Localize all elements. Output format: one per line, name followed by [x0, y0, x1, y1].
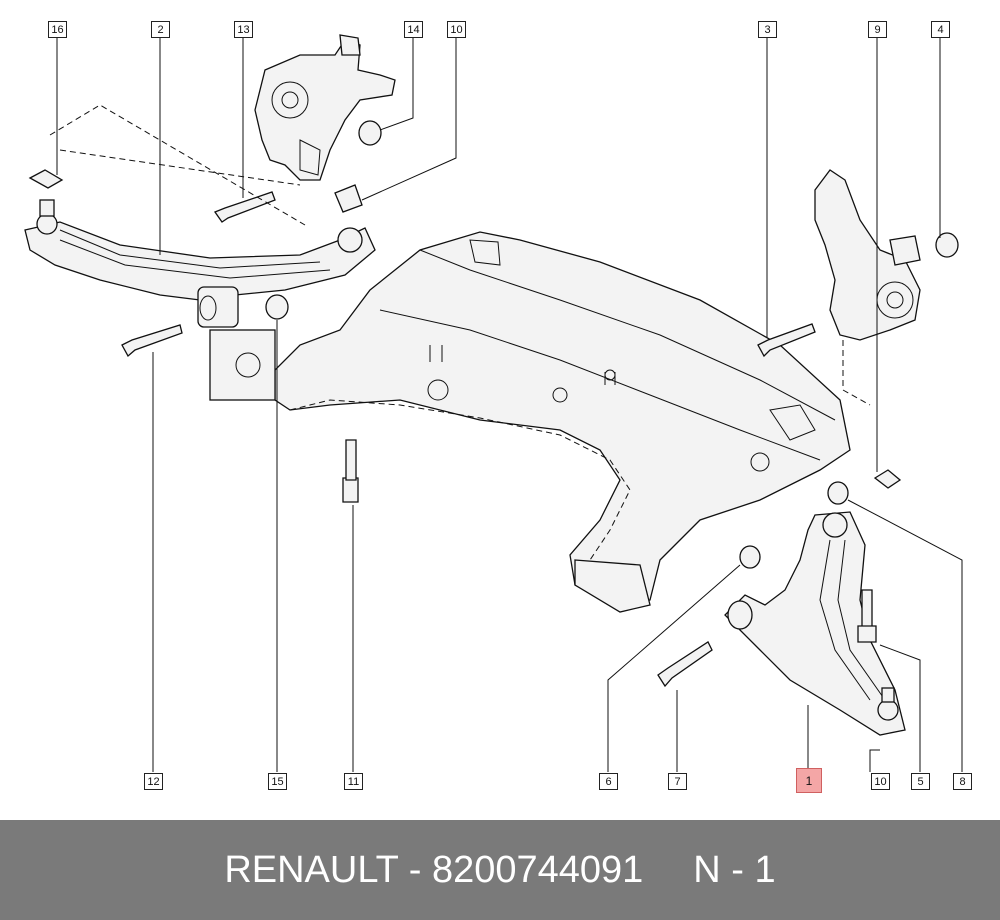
callout-5: 5	[911, 773, 930, 790]
callout-4: 4	[931, 21, 950, 38]
footer-bar: RENAULT - 8200744091 N - 1	[0, 820, 1000, 920]
leader-lines	[49, 38, 963, 772]
lower-arm-right	[657, 481, 906, 736]
callout-3: 3	[758, 21, 777, 38]
right-knuckle	[757, 169, 959, 489]
left-hardware	[28, 120, 382, 503]
quantity: N - 1	[693, 849, 776, 891]
callout-10-top: 10	[447, 21, 466, 38]
callout-8: 8	[953, 773, 972, 790]
parts-diagram	[24, 34, 963, 772]
callout-16: 16	[48, 21, 67, 38]
callout-14: 14	[404, 21, 423, 38]
footer-text: RENAULT - 8200744091 N - 1	[0, 820, 1000, 920]
part-number: RENAULT - 8200744091	[224, 849, 644, 891]
callout-15: 15	[268, 773, 287, 790]
callout-13: 13	[234, 21, 253, 38]
callout-10-bottom: 10	[871, 773, 890, 790]
upper-arm-left	[24, 199, 376, 328]
callout-6: 6	[599, 773, 618, 790]
callout-1: 1	[796, 768, 822, 793]
left-knuckle	[254, 34, 396, 181]
callout-9: 9	[868, 21, 887, 38]
callout-7: 7	[668, 773, 687, 790]
callout-2: 2	[151, 21, 170, 38]
callout-12: 12	[144, 773, 163, 790]
callout-11: 11	[344, 773, 363, 790]
subframe	[209, 231, 851, 613]
